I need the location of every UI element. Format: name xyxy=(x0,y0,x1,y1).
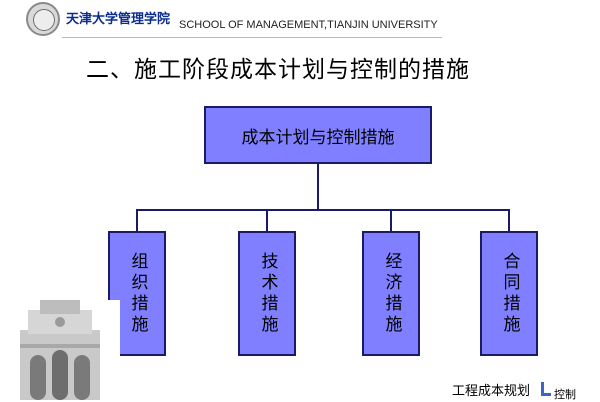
diagram-node-contract: 合同措施 xyxy=(480,231,538,356)
footer-course-title: 工程成本规划 xyxy=(452,384,531,399)
diagram-node-economic: 经济措施 xyxy=(362,231,420,356)
node-label: 技术措施 xyxy=(257,251,278,336)
school-name-chinese: 天津大学管理学院 xyxy=(66,12,171,27)
slide-title: 二、施工阶段成本计划与控制的措施 xyxy=(86,57,470,83)
diagram-root-node: 成本计划与控制措施 xyxy=(204,106,432,164)
root-node-label: 成本计划与控制措施 xyxy=(241,127,395,148)
connector-root-down xyxy=(317,164,319,210)
slide-header: 天津大学管理学院 SCHOOL OF MANAGEMENT,TIANJIN UN… xyxy=(0,0,600,42)
footer-logo-mark xyxy=(541,382,551,396)
connector-child-3 xyxy=(390,209,392,231)
connector-child-1 xyxy=(136,209,138,231)
header-divider xyxy=(62,37,442,38)
diagram-node-technical: 技术措施 xyxy=(238,231,296,356)
node-label: 合同措施 xyxy=(499,251,520,336)
campus-building-image xyxy=(0,300,120,400)
university-seal-logo xyxy=(26,2,60,36)
footer-course-suffix: 控制 xyxy=(554,388,576,401)
node-label: 组织措施 xyxy=(127,251,148,336)
connector-child-2 xyxy=(266,209,268,231)
connector-horizontal-bar xyxy=(136,209,510,211)
node-label: 经济措施 xyxy=(381,251,402,336)
connector-child-4 xyxy=(508,209,510,231)
school-name-english: SCHOOL OF MANAGEMENT,TIANJIN UNIVERSITY xyxy=(179,19,438,31)
